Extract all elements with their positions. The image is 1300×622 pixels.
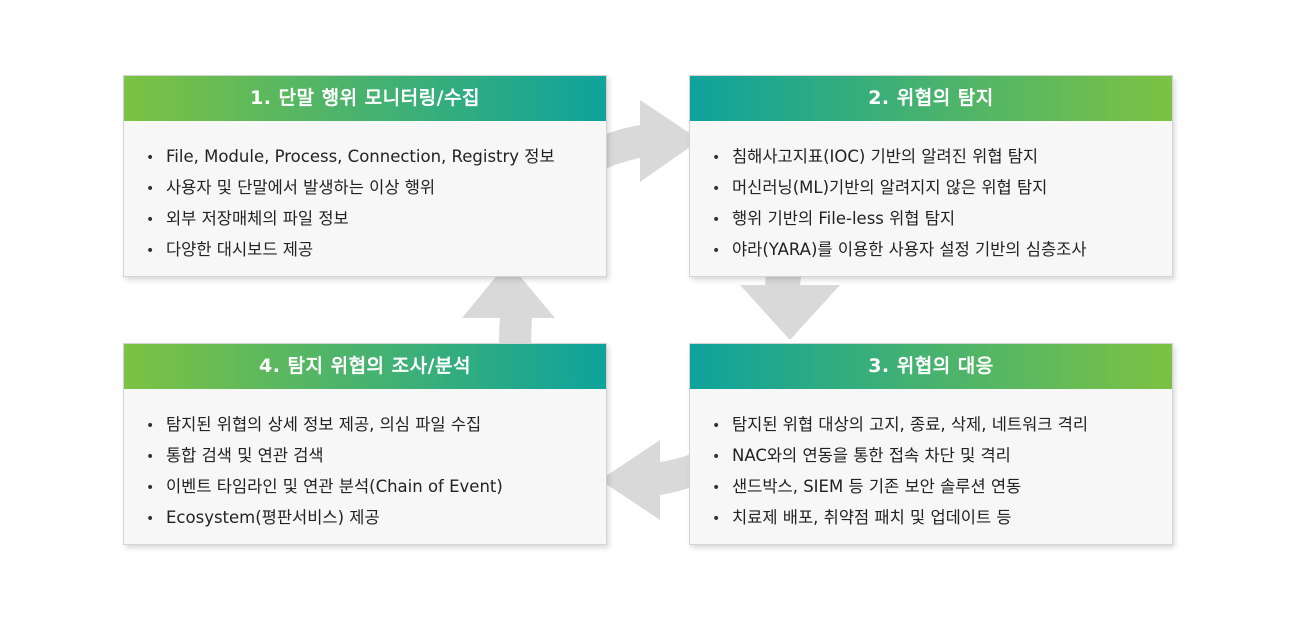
card-title: 2. 위협의 탐지	[690, 76, 1172, 121]
list-item: •다양한 대시보드 제공	[146, 234, 606, 265]
bullet-icon: •	[146, 181, 155, 197]
list-item: •NAC와의 연동을 통한 접속 차단 및 격리	[712, 440, 1172, 471]
bullet-icon: •	[146, 511, 155, 527]
list-item: •사용자 및 단말에서 발생하는 이상 행위	[146, 172, 606, 203]
item-list: •탐지된 위협 대상의 고지, 종료, 삭제, 네트워크 격리 •NAC와의 연…	[690, 389, 1172, 533]
list-item: •치료제 배포, 취약점 패치 및 업데이트 등	[712, 502, 1172, 533]
list-item: •이벤트 타임라인 및 연관 분석(Chain of Event)	[146, 471, 606, 502]
list-item: •행위 기반의 File-less 위협 탐지	[712, 203, 1172, 234]
bullet-icon: •	[146, 243, 155, 259]
bullet-icon: •	[712, 511, 721, 527]
list-item: •탐지된 위협 대상의 고지, 종료, 삭제, 네트워크 격리	[712, 409, 1172, 440]
item-list: •탐지된 위협의 상세 정보 제공, 의심 파일 수집 •통합 검색 및 연관 …	[124, 389, 606, 533]
card-title: 4. 탐지 위협의 조사/분석	[124, 344, 606, 389]
list-item: •Ecosystem(평판서비스) 제공	[146, 502, 606, 533]
bullet-icon: •	[712, 212, 721, 228]
item-list: •File, Module, Process, Connection, Regi…	[124, 121, 606, 265]
item-list: •침해사고지표(IOC) 기반의 알려진 위협 탐지 •머신러닝(ML)기반의 …	[690, 121, 1172, 265]
bullet-icon: •	[712, 449, 721, 465]
list-item: •File, Module, Process, Connection, Regi…	[146, 141, 606, 172]
bullet-icon: •	[146, 150, 155, 166]
bullet-icon: •	[712, 181, 721, 197]
bullet-icon: •	[712, 150, 721, 166]
card-investigation: 4. 탐지 위협의 조사/분석 •탐지된 위협의 상세 정보 제공, 의심 파일…	[123, 343, 607, 545]
bullet-icon: •	[146, 418, 155, 434]
list-item: •야라(YARA)를 이용한 사용자 설정 기반의 심층조사	[712, 234, 1172, 265]
list-item: •머신러닝(ML)기반의 알려지지 않은 위협 탐지	[712, 172, 1172, 203]
list-item: •통합 검색 및 연관 검색	[146, 440, 606, 471]
list-item: •침해사고지표(IOC) 기반의 알려진 위협 탐지	[712, 141, 1172, 172]
card-title: 1. 단말 행위 모니터링/수집	[124, 76, 606, 121]
bullet-icon: •	[712, 243, 721, 259]
bullet-icon: •	[712, 418, 721, 434]
card-title: 3. 위협의 대응	[690, 344, 1172, 389]
list-item: •샌드박스, SIEM 등 기존 보안 솔루션 연동	[712, 471, 1172, 502]
card-response: 3. 위협의 대응 •탐지된 위협 대상의 고지, 종료, 삭제, 네트워크 격…	[689, 343, 1173, 545]
bullet-icon: •	[712, 480, 721, 496]
list-item: •외부 저장매체의 파일 정보	[146, 203, 606, 234]
bullet-icon: •	[146, 480, 155, 496]
arrow-top-right	[505, 100, 700, 240]
bullet-icon: •	[146, 212, 155, 228]
card-detection: 2. 위협의 탐지 •침해사고지표(IOC) 기반의 알려진 위협 탐지 •머신…	[689, 75, 1173, 277]
list-item: •탐지된 위협의 상세 정보 제공, 의심 파일 수집	[146, 409, 606, 440]
bullet-icon: •	[146, 449, 155, 465]
card-monitoring: 1. 단말 행위 모니터링/수집 •File, Module, Process,…	[123, 75, 607, 277]
